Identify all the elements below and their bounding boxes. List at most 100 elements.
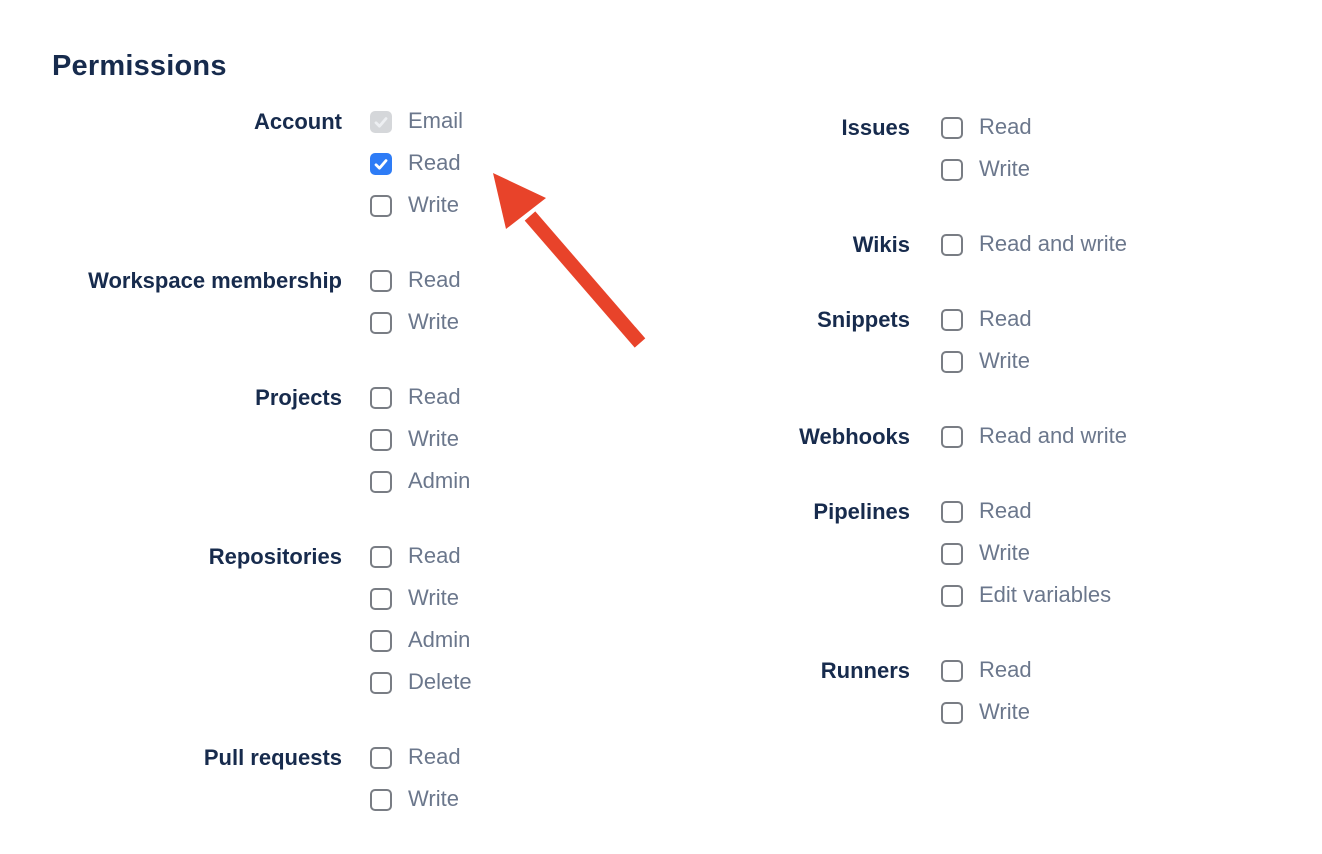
option-row-issues-write[interactable]: Write [941,149,1032,191]
option-label-issues-write: Write [979,156,1030,181]
option-label-pull-requests-read: Read [408,744,461,769]
workspace-membership-write-checkbox[interactable] [370,312,392,334]
account-write-checkbox[interactable] [370,195,392,217]
projects-admin-checkbox[interactable] [370,471,392,493]
snippets-read-checkbox[interactable] [941,309,963,331]
option-label-pipelines-edit-variables: Edit variables [979,582,1112,607]
option-row-repositories-write[interactable]: Write [370,578,472,620]
pull-requests-write-checkbox[interactable] [370,789,392,811]
option-row-pipelines-read[interactable]: Read [941,491,1111,533]
check-icon [374,159,388,170]
option-row-snippets-read[interactable]: Read [941,299,1032,341]
account-read-checkbox[interactable] [370,153,392,175]
group-label-workspace-membership: Workspace membership [88,268,342,293]
repositories-read-checkbox[interactable] [370,546,392,568]
workspace-membership-read-checkbox[interactable] [370,270,392,292]
option-label-account-read: Read [408,150,461,175]
group-label-issues: Issues [841,115,911,140]
option-row-pipelines-write[interactable]: Write [941,533,1111,575]
option-row-account-email: Email [370,101,463,143]
option-row-issues-read[interactable]: Read [941,107,1032,149]
option-label-pipelines-read: Read [979,498,1032,523]
option-label-account-email: Email [408,108,464,133]
projects-read-checkbox[interactable] [370,387,392,409]
option-row-repositories-read[interactable]: Read [370,536,472,578]
option-row-snippets-write[interactable]: Write [941,341,1032,383]
option-label-workspace-membership-write: Write [408,309,459,334]
option-row-webhooks-read-and-write[interactable]: Read and write [941,416,1127,458]
option-row-projects-write[interactable]: Write [370,419,470,461]
group-label-projects: Projects [255,385,342,410]
repositories-write-checkbox[interactable] [370,588,392,610]
pipelines-edit-variables-checkbox[interactable] [941,585,963,607]
option-label-repositories-write: Write [408,585,459,610]
option-label-repositories-read: Read [408,543,461,568]
option-label-wikis-read-and-write: Read and write [979,231,1127,256]
runners-write-checkbox[interactable] [941,702,963,724]
pipelines-write-checkbox[interactable] [941,543,963,565]
option-row-pull-requests-write[interactable]: Write [370,779,461,821]
option-row-repositories-admin[interactable]: Admin [370,620,472,662]
option-label-issues-read: Read [979,114,1032,139]
repositories-delete-checkbox[interactable] [370,672,392,694]
option-row-projects-admin[interactable]: Admin [370,461,470,503]
group-label-snippets: Snippets [817,307,910,332]
option-row-workspace-membership-read[interactable]: Read [370,260,461,302]
projects-write-checkbox[interactable] [370,429,392,451]
snippets-write-checkbox[interactable] [941,351,963,373]
runners-read-checkbox[interactable] [941,660,963,682]
pipelines-read-checkbox[interactable] [941,501,963,523]
group-label-runners: Runners [820,658,910,683]
option-row-runners-write[interactable]: Write [941,692,1032,734]
option-label-repositories-delete: Delete [408,669,472,694]
page-title: Permissions [52,50,227,82]
repositories-admin-checkbox[interactable] [370,630,392,652]
option-row-projects-read[interactable]: Read [370,377,470,419]
option-row-pull-requests-read[interactable]: Read [370,737,461,779]
option-label-pull-requests-write: Write [408,786,459,811]
option-label-runners-write: Write [979,699,1030,724]
webhooks-read-and-write-checkbox[interactable] [941,426,963,448]
option-label-workspace-membership-read: Read [408,267,461,292]
option-label-snippets-read: Read [979,306,1032,331]
issues-read-checkbox[interactable] [941,117,963,139]
issues-write-checkbox[interactable] [941,159,963,181]
option-row-pipelines-edit-variables[interactable]: Edit variables [941,575,1111,617]
group-label-account: Account [254,109,342,134]
option-label-projects-admin: Admin [408,468,471,493]
permission-group-wikis: Wikis Read and write [700,224,1127,266]
option-row-account-read[interactable]: Read [370,143,463,185]
wikis-read-and-write-checkbox[interactable] [941,234,963,256]
option-row-repositories-delete[interactable]: Delete [370,662,472,704]
option-row-runners-read[interactable]: Read [941,650,1032,692]
option-row-workspace-membership-write[interactable]: Write [370,302,461,344]
group-label-wikis: Wikis [852,232,910,257]
pull-requests-read-checkbox[interactable] [370,747,392,769]
option-row-wikis-read-and-write[interactable]: Read and write [941,224,1127,266]
option-label-pipelines-write: Write [979,540,1030,565]
option-label-runners-read: Read [979,657,1032,682]
option-label-webhooks-read-and-write: Read and write [979,423,1127,448]
option-row-account-write[interactable]: Write [370,185,463,227]
